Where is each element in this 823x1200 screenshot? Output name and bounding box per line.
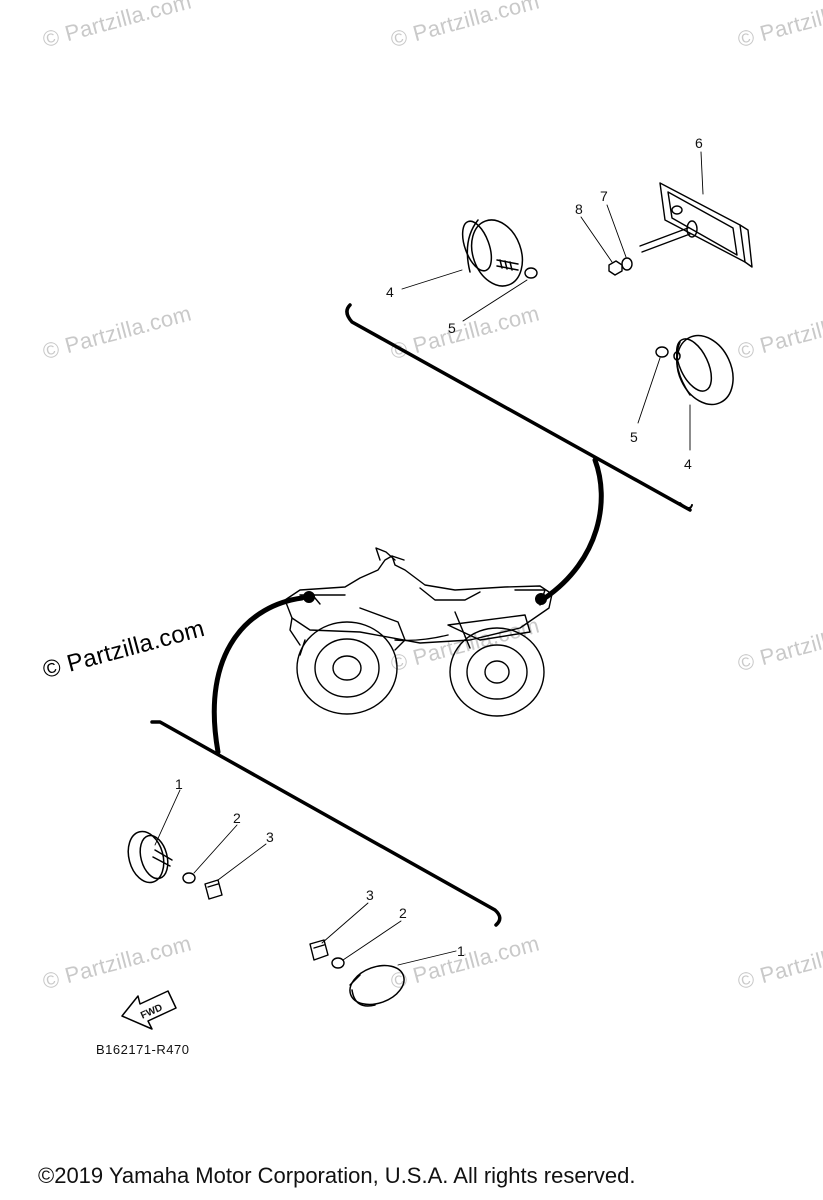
- callout-8: 8: [575, 201, 583, 217]
- rear-reflector-dot: [535, 593, 547, 605]
- part-1-reflector-right: [349, 964, 405, 1007]
- callout-7: 7: [600, 188, 608, 204]
- part-4-reflector-right: [673, 334, 734, 406]
- callout-1-left: 1: [175, 776, 183, 792]
- callout-leaders: [154, 151, 704, 966]
- part-5-washer-upper: [524, 267, 538, 279]
- front-connector: [211, 595, 305, 755]
- part-2-washer-right: [331, 957, 345, 969]
- rear-connector: [542, 457, 604, 601]
- rear-bracket-line: [345, 303, 692, 512]
- part-7-washer: [621, 257, 633, 271]
- part-2-washer-left: [182, 872, 196, 884]
- callout-2-right: 2: [399, 905, 407, 921]
- front-bracket-line: [150, 720, 502, 927]
- part-4-reflector-upper: [461, 219, 524, 287]
- callout-3-left: 3: [266, 829, 274, 845]
- part-6-plate: [639, 182, 753, 268]
- front-reflector-dot: [303, 591, 315, 603]
- callout-5-upper: 5: [448, 320, 456, 336]
- callout-4-right: 4: [684, 456, 692, 472]
- rear-bracket-end: [679, 502, 693, 509]
- part-3-clip-left: [204, 879, 223, 900]
- part-5-washer-right: [655, 346, 669, 358]
- callout-3-right: 3: [366, 887, 374, 903]
- callout-2-left: 2: [233, 810, 241, 826]
- part-1-reflector-left: [127, 830, 173, 884]
- copyright-notice: ©2019 Yamaha Motor Corporation, U.S.A. A…: [38, 1163, 636, 1188]
- fwd-arrow-icon: [121, 990, 177, 1030]
- callout-6: 6: [695, 135, 703, 151]
- part-8-nut: [608, 260, 623, 276]
- callout-4-upper: 4: [386, 284, 394, 300]
- callout-1-right: 1: [457, 943, 465, 959]
- diagram-code: B162171-R470: [96, 1042, 190, 1057]
- atv-illustration: [284, 547, 553, 717]
- callout-5-right: 5: [630, 429, 638, 445]
- part-3-clip-right: [309, 939, 329, 961]
